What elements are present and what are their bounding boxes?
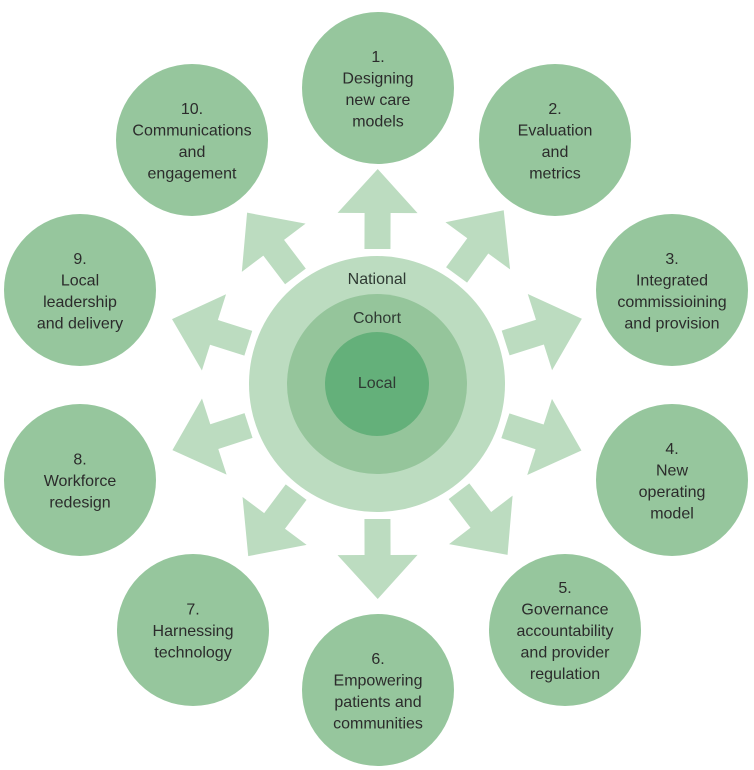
node-5-label-line: and provider: [521, 645, 611, 662]
node-9-label-line: leadership: [43, 294, 117, 311]
node-5-label-line: accountability: [517, 623, 614, 640]
node-3-label-line: and provision: [624, 315, 719, 332]
node-10-number: 10.: [181, 101, 203, 118]
arrow-4: [501, 398, 582, 475]
arrow-8: [172, 398, 253, 475]
node-7-label-line: Harnessing: [153, 623, 234, 640]
ring-local-label: Local: [358, 375, 396, 392]
arrow-9: [172, 294, 253, 371]
node-10: 10. Communications and engagement: [116, 64, 268, 216]
node-10-label-line: engagement: [148, 165, 238, 182]
node-7-circle: [117, 554, 269, 706]
arrow-6: [337, 518, 418, 599]
arrow-1: [337, 169, 418, 250]
node-3-circle: [596, 214, 748, 366]
node-2-label-line: Evaluation: [518, 122, 593, 139]
node-4-number: 4.: [665, 441, 678, 458]
node-6-label-line: Empowering: [334, 672, 423, 689]
node-4: 4. New operating model: [596, 404, 748, 556]
node-3-label-line: commissioining: [617, 294, 726, 311]
node-7: 7. Harnessing technology: [117, 554, 269, 706]
node-6-circle: [302, 614, 454, 766]
node-1: 1. Designing new care models: [302, 12, 454, 164]
ring-national-label: National: [348, 271, 407, 288]
arrow-5: [448, 483, 513, 555]
node-9: 9. Local leadership and delivery: [4, 214, 156, 366]
node-1-circle: [302, 12, 454, 164]
node-2-label-line: and: [542, 144, 569, 161]
node-6-number: 6.: [371, 651, 384, 668]
node-7-number: 7.: [186, 602, 199, 619]
node-1-number: 1.: [371, 49, 384, 66]
node-8: 8. Workforce redesign: [4, 404, 156, 556]
node-9-number: 9.: [73, 251, 86, 268]
node-3-number: 3.: [665, 251, 678, 268]
node-1-label-line: models: [352, 113, 404, 130]
node-3: 3. Integrated commissioining and provision: [596, 214, 748, 366]
arrow-7: [242, 484, 307, 557]
node-5-label-line: regulation: [530, 666, 600, 683]
arrow-2: [445, 210, 511, 283]
node-10-circle: [116, 64, 268, 216]
node-2-label-line: metrics: [529, 165, 581, 182]
node-4-circle: [596, 404, 748, 556]
node-6-label-line: communities: [333, 715, 423, 732]
ring-local: [325, 332, 429, 436]
node-8-label-line: redesign: [49, 495, 110, 512]
node-1-label-line: Designing: [342, 70, 413, 87]
node-5-circle: [489, 554, 641, 706]
node-8-number: 8.: [73, 452, 86, 469]
node-4-label-line: operating: [639, 484, 706, 501]
nodes-layer: 1. Designing new care models 2. Evaluation and…: [4, 12, 748, 766]
arrows-layer: [172, 169, 582, 599]
node-1-label-line: new care: [346, 92, 411, 109]
center-rings: National Cohort Local: [249, 256, 505, 512]
node-5-label-line: Governance: [521, 602, 608, 619]
node-2-circle: [479, 64, 631, 216]
node-9-label-line: Local: [61, 272, 99, 289]
node-5: 5. Governance accountability and provider re…: [489, 554, 641, 706]
node-4-label-line: model: [650, 505, 694, 522]
node-8-circle: [4, 404, 156, 556]
node-6-label-line: patients and: [334, 694, 421, 711]
node-3-label-line: Integrated: [636, 272, 708, 289]
node-10-label-line: and: [179, 144, 206, 161]
node-9-label-line: and delivery: [37, 315, 123, 332]
node-7-label-line: technology: [154, 645, 231, 662]
arrow-3: [501, 293, 582, 371]
node-10-label-line: Communications: [132, 122, 251, 139]
node-8-label-line: Workforce: [44, 473, 117, 490]
arrow-10: [241, 212, 306, 285]
ring-cohort-label: Cohort: [353, 310, 402, 327]
node-5-number: 5.: [558, 580, 571, 597]
node-6: 6. Empowering patients and communities: [302, 614, 454, 766]
node-2-number: 2.: [548, 101, 561, 118]
node-9-circle: [4, 214, 156, 366]
node-4-label-line: New: [656, 462, 688, 479]
node-2: 2. Evaluation and metrics: [479, 64, 631, 216]
